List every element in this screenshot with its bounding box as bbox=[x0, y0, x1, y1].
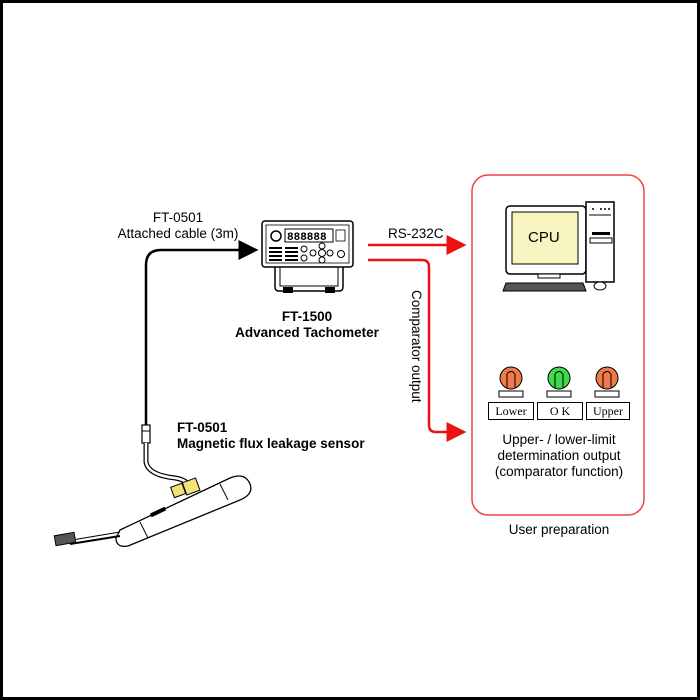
tachometer-model: FT-1500 bbox=[281, 309, 333, 324]
lamp-label-lower: Lower bbox=[488, 402, 534, 420]
sensor-device bbox=[53, 424, 252, 547]
tachometer-name: Advanced Tachometer bbox=[235, 325, 379, 340]
tachometer-device: 888888 bbox=[261, 220, 354, 293]
sensor-name: Magnetic flux leakage sensor bbox=[177, 436, 365, 451]
comparator-desc-line-3: (comparator function) bbox=[494, 464, 624, 479]
tachometer-label: FT-1500 Advanced Tachometer bbox=[222, 309, 392, 341]
comparator-desc-line-1: Upper- / lower-limit bbox=[502, 432, 616, 447]
cable-line bbox=[144, 240, 259, 425]
computer-icon bbox=[502, 201, 615, 292]
svg-text:888888: 888888 bbox=[287, 232, 327, 244]
lamp-ok bbox=[546, 366, 572, 398]
sensor-model: FT-0501 bbox=[177, 420, 228, 435]
lamp-lower bbox=[498, 366, 524, 398]
comparator-description: Upper- / lower-limit determination outpu… bbox=[478, 432, 640, 480]
user-preparation-box bbox=[471, 174, 645, 516]
comparator-output-label: Comparator output bbox=[409, 290, 424, 403]
comparator-desc-line-2: determination output bbox=[497, 448, 621, 463]
lamps bbox=[498, 366, 620, 398]
cable-desc: Attached cable (3m) bbox=[117, 226, 239, 241]
lamp-label-upper: Upper bbox=[586, 402, 630, 420]
rs232c-label: RS-232C bbox=[388, 226, 444, 241]
cable-model: FT-0501 bbox=[152, 210, 204, 225]
tacho-logo-icon bbox=[270, 230, 282, 242]
cpu-screen-label: CPU bbox=[528, 229, 560, 246]
lamp-label-ok: O K bbox=[537, 402, 583, 420]
cable-label: FT-0501 Attached cable (3m) bbox=[103, 210, 253, 242]
lamp-upper bbox=[594, 366, 620, 398]
sensor-label: FT-0501 Magnetic flux leakage sensor bbox=[177, 420, 365, 452]
user-preparation-caption: User preparation bbox=[508, 522, 610, 537]
comparator-arrow bbox=[368, 258, 467, 442]
